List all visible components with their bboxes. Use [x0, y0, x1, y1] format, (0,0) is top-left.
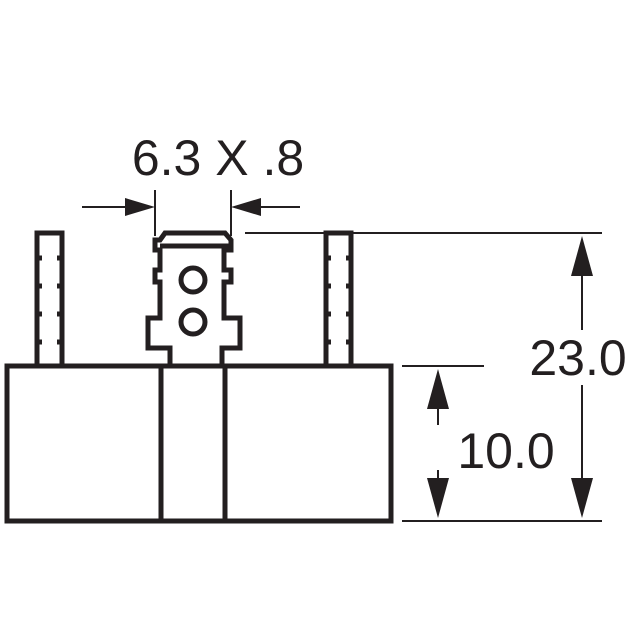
terminal-hole-lower	[178, 307, 208, 337]
arrow-down-icon	[571, 478, 593, 518]
right-pin-outline	[323, 230, 354, 369]
body-height-dimension: 10.0	[402, 365, 555, 518]
arrow-up-icon	[427, 369, 449, 409]
arrow-left-icon	[231, 198, 261, 216]
arrow-down-icon	[427, 478, 449, 518]
terminal-hole-upper	[178, 265, 208, 295]
left-pin-outline	[34, 230, 65, 369]
right-pin	[323, 230, 354, 369]
total-height-label: 23.0	[529, 330, 626, 386]
component-body	[4, 363, 394, 524]
arrow-up-icon	[571, 236, 593, 276]
terminal-size-label: 6.3 X .8	[132, 130, 304, 186]
left-pin-notches	[37, 255, 62, 345]
center-terminal	[145, 230, 243, 369]
terminal-width-dimension: 6.3 X .8	[82, 130, 304, 236]
total-height-dimension: 23.0	[245, 232, 627, 522]
center-terminal-outline	[145, 230, 243, 369]
right-pin-notches	[326, 255, 351, 345]
left-pin	[34, 230, 65, 369]
body-height-label: 10.0	[457, 423, 554, 479]
body-outline	[4, 363, 394, 524]
arrow-right-icon	[125, 198, 155, 216]
